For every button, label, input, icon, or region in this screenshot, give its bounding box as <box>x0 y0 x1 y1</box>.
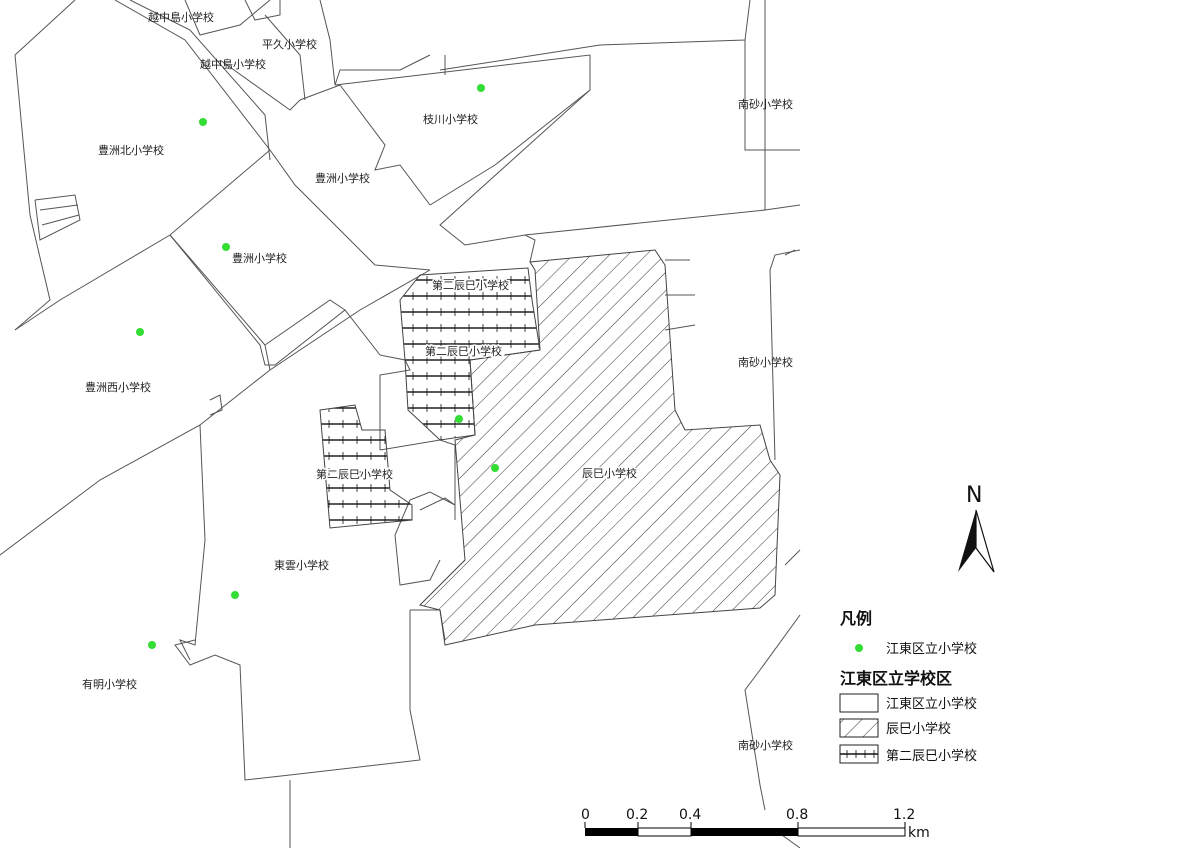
label-tatsumi: 辰巳小学校 <box>582 466 637 480</box>
legend-point-label: 江東区立小学校 <box>886 641 977 657</box>
label-daini-tatsumi-3: 第二辰巳小学校 <box>316 467 393 481</box>
north-arrow-letter: N <box>966 483 982 508</box>
scale-tick-0: 0 <box>581 807 590 823</box>
school-point-4 <box>136 328 144 336</box>
label-edagawa: 枝川小学校 <box>423 112 478 126</box>
legend-point-icon <box>855 644 863 652</box>
school-point-2 <box>199 118 207 126</box>
scale-tick-1: 0.2 <box>626 807 648 823</box>
scale-tick-2: 0.4 <box>679 807 701 823</box>
legend-swatch-plain <box>839 693 879 713</box>
label-heikyu: 平久小学校 <box>262 37 317 51</box>
north-arrow-icon <box>958 510 976 572</box>
label-minamisuna-3: 南砂小学校 <box>738 738 793 752</box>
legend-title: 凡例 <box>840 609 872 628</box>
legend-item-tatsumi: 辰巳小学校 <box>886 721 951 737</box>
legend-item-daini-tatsumi: 第二辰巳小学校 <box>886 748 977 764</box>
label-shinonome: 東雲小学校 <box>274 558 329 572</box>
daini-tatsumi-district-north <box>399 267 541 441</box>
label-minamisuna-1: 南砂小学校 <box>738 97 793 111</box>
scale-tick-4: 1.2 <box>893 807 915 823</box>
school-points <box>136 84 499 649</box>
district-boundaries <box>0 0 801 848</box>
legend: 凡例 江東区立小学校 江東区立学校区 江東区立小学校 辰巳小学校 第二辰巳小学校 <box>839 609 977 764</box>
school-point-5 <box>455 415 463 423</box>
school-point-3 <box>222 243 230 251</box>
label-toyosu-1: 豊洲小学校 <box>315 171 370 185</box>
school-point-6 <box>491 464 499 472</box>
legend-swatch-diagonal <box>839 718 879 738</box>
school-point-8 <box>148 641 156 649</box>
label-toyosu-kita: 豊洲北小学校 <box>98 143 164 157</box>
school-point-7 <box>231 591 239 599</box>
label-toyosu-nishi: 豊洲西小学校 <box>85 380 151 394</box>
scale-bar: 0 0.2 0.4 0.8 1.2 km <box>581 807 930 841</box>
daini-tatsumi-link <box>409 491 456 511</box>
school-labels: 越中島小学校 平久小学校 越中島小学校 枝川小学校 南砂小学校 豊洲北小学校 豊… <box>82 10 793 752</box>
label-koshinakajima-top: 越中島小学校 <box>148 10 214 24</box>
label-toyosu-2: 豊洲小学校 <box>232 251 287 265</box>
label-minamisuna-2: 南砂小学校 <box>738 355 793 369</box>
daini-tatsumi-district-west <box>319 404 413 529</box>
label-ariake: 有明小学校 <box>82 677 137 691</box>
scale-unit: km <box>908 825 930 841</box>
label-koshinakajima: 越中島小学校 <box>200 57 266 71</box>
north-arrow: N <box>958 483 995 573</box>
legend-item-plain: 江東区立小学校 <box>886 696 977 712</box>
scale-tick-3: 0.8 <box>786 807 808 823</box>
school-point-1 <box>477 84 485 92</box>
legend-district-title: 江東区立学校区 <box>840 669 952 688</box>
label-daini-tatsumi-2: 第二辰巳小学校 <box>425 344 502 358</box>
label-daini-tatsumi-1: 第二辰巳小学校 <box>432 278 509 292</box>
